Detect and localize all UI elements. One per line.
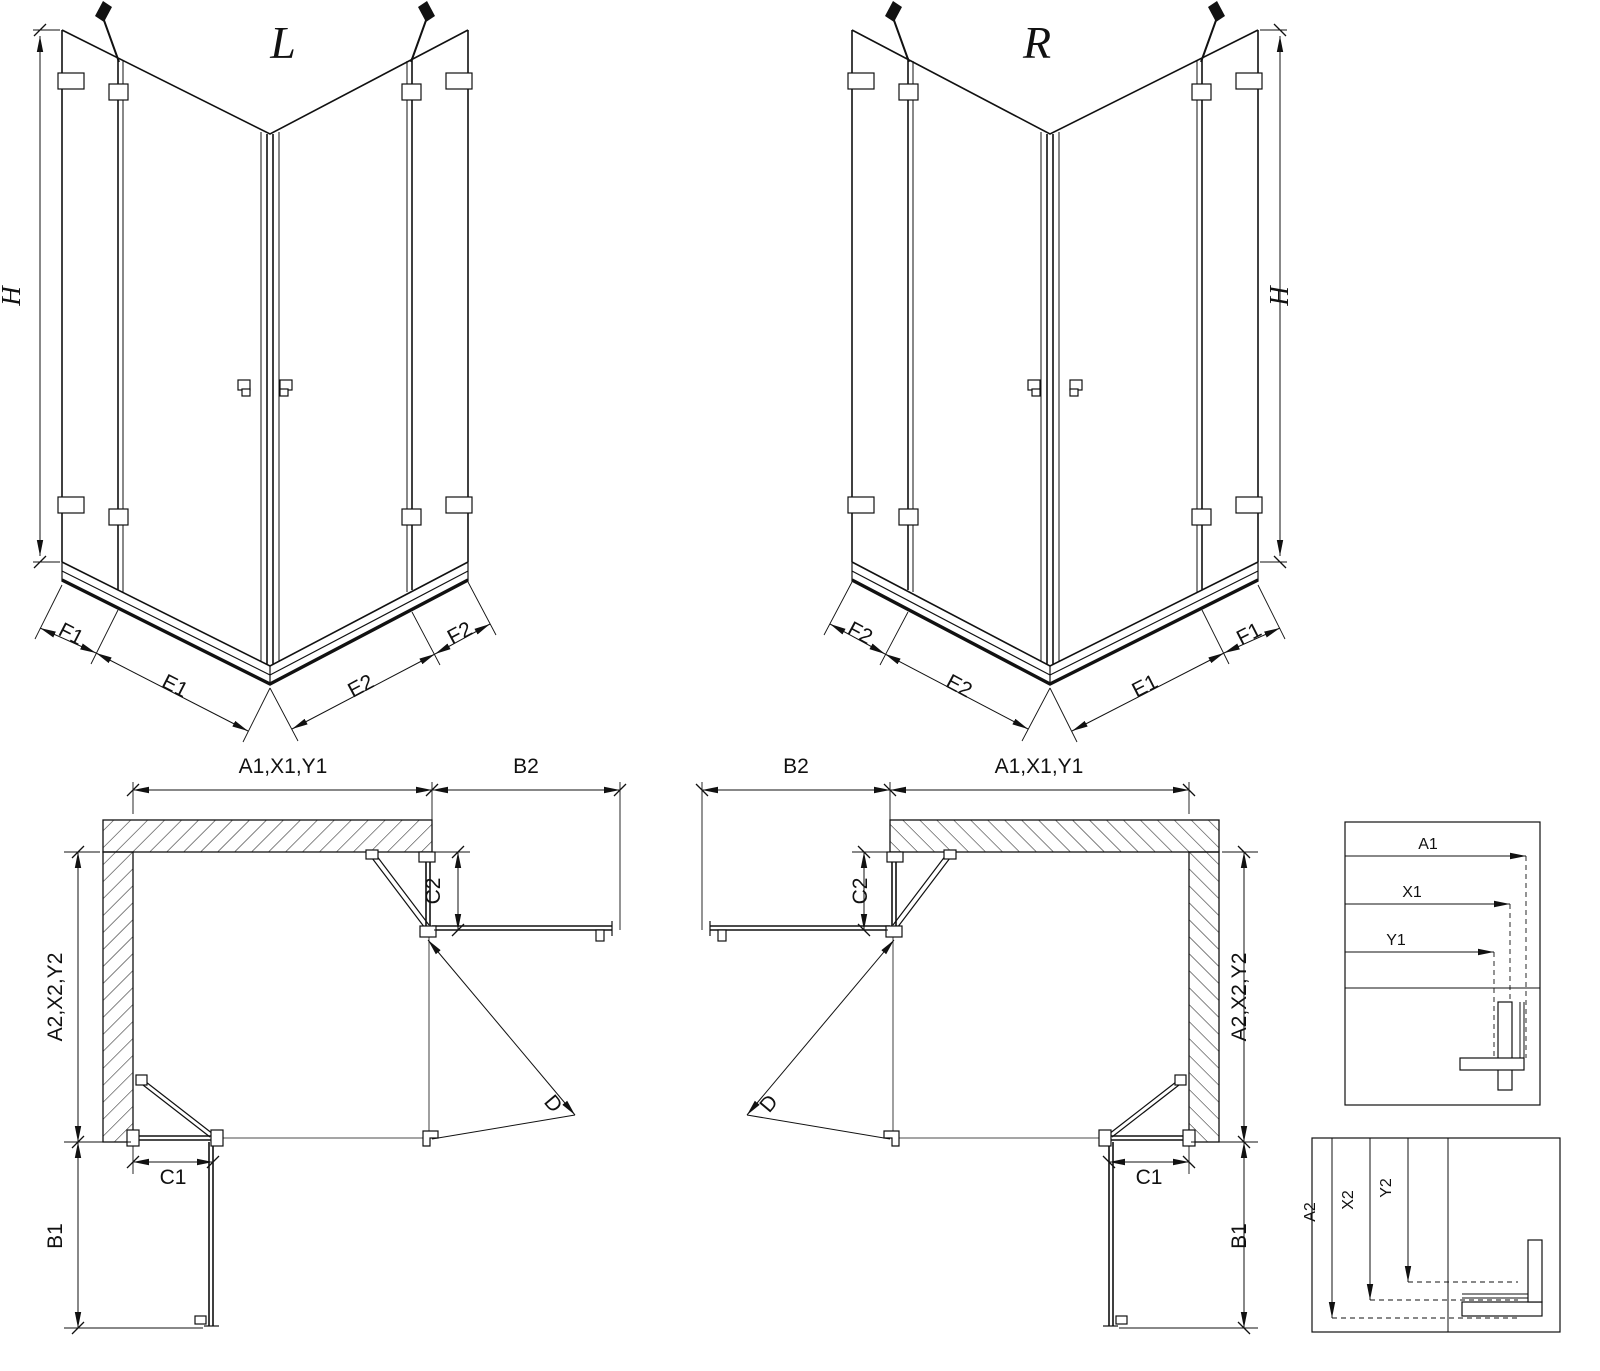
dim-label-a2x2y2-left: A2,X2,Y2 [44,953,67,1042]
dim-label-a2-detail: A2 [1302,1202,1319,1222]
dim-label-b1-right: B1 [1228,1223,1251,1249]
dim-label-c1-left: C1 [160,1166,187,1189]
dim-label-h-left: H [0,285,26,307]
dim-label-f1-left: F1 [55,618,87,650]
dim-label-y2-detail: Y2 [1378,1178,1395,1198]
dim-label-a1x1y1-left: A1,X1,Y1 [239,755,328,778]
dim-label-a1-detail: A1 [1418,836,1438,853]
dim-label-f1-right: F1 [1233,618,1265,650]
dim-label-f2-left: F2 [444,617,476,649]
plan-view-left-geometry [64,782,626,1334]
dim-label-a1x1y1-right: A1,X1,Y1 [995,755,1084,778]
variant-label-left: L [269,17,296,68]
detail-bottom-frame [1311,1137,1561,1333]
wall-profile-section-rotated [1461,1239,1543,1317]
dim-label-b2-left: B2 [513,755,539,778]
dim-label-a2x2y2-right: A2,X2,Y2 [1228,953,1251,1042]
wall-profile-section [1459,1001,1525,1091]
dim-label-b2-right: B2 [783,755,809,778]
plan-right-labels: B2 A1,X1,Y1 C2 A2,X2,Y2 C1 B1 D [755,755,1251,1249]
dim-label-c1-right: C1 [1136,1166,1163,1189]
variant-label-right: R [1022,17,1051,68]
dim-label-e1-right: E1 [1128,670,1161,702]
dim-label-e2-left: E2 [344,670,377,702]
detail-width-dims: A1 X1 Y1 [1344,821,1541,1106]
iso-right-labels: R H F2 E2 E1 F1 [844,17,1294,702]
dim-label-b1-left: B1 [44,1223,67,1249]
dim-label-y1-detail: Y1 [1386,932,1406,949]
dim-label-d-right: D [755,1091,782,1117]
dim-label-h-right: H [1264,285,1294,307]
dim-label-x1-detail: X1 [1402,884,1422,901]
plan-view-right-geometry [696,782,1258,1334]
dim-label-e2-right: E2 [942,670,975,702]
detail-top-frame [1344,821,1541,1106]
iso-view-left-geometry [33,1,496,742]
dim-label-x2-detail: X2 [1340,1190,1357,1210]
iso-view-right-geometry [824,1,1287,742]
dim-label-d-left: D [539,1091,566,1117]
dim-label-c2-left: C2 [422,878,445,905]
dim-label-c2-right: C2 [849,878,872,905]
iso-left-labels: L H F1 E1 E2 F2 [0,17,476,702]
dim-label-e1-left: E1 [158,670,191,702]
dim-label-f2-right: F2 [844,617,876,649]
detail-depth-dims: A2 X2 Y2 [1302,1137,1561,1333]
